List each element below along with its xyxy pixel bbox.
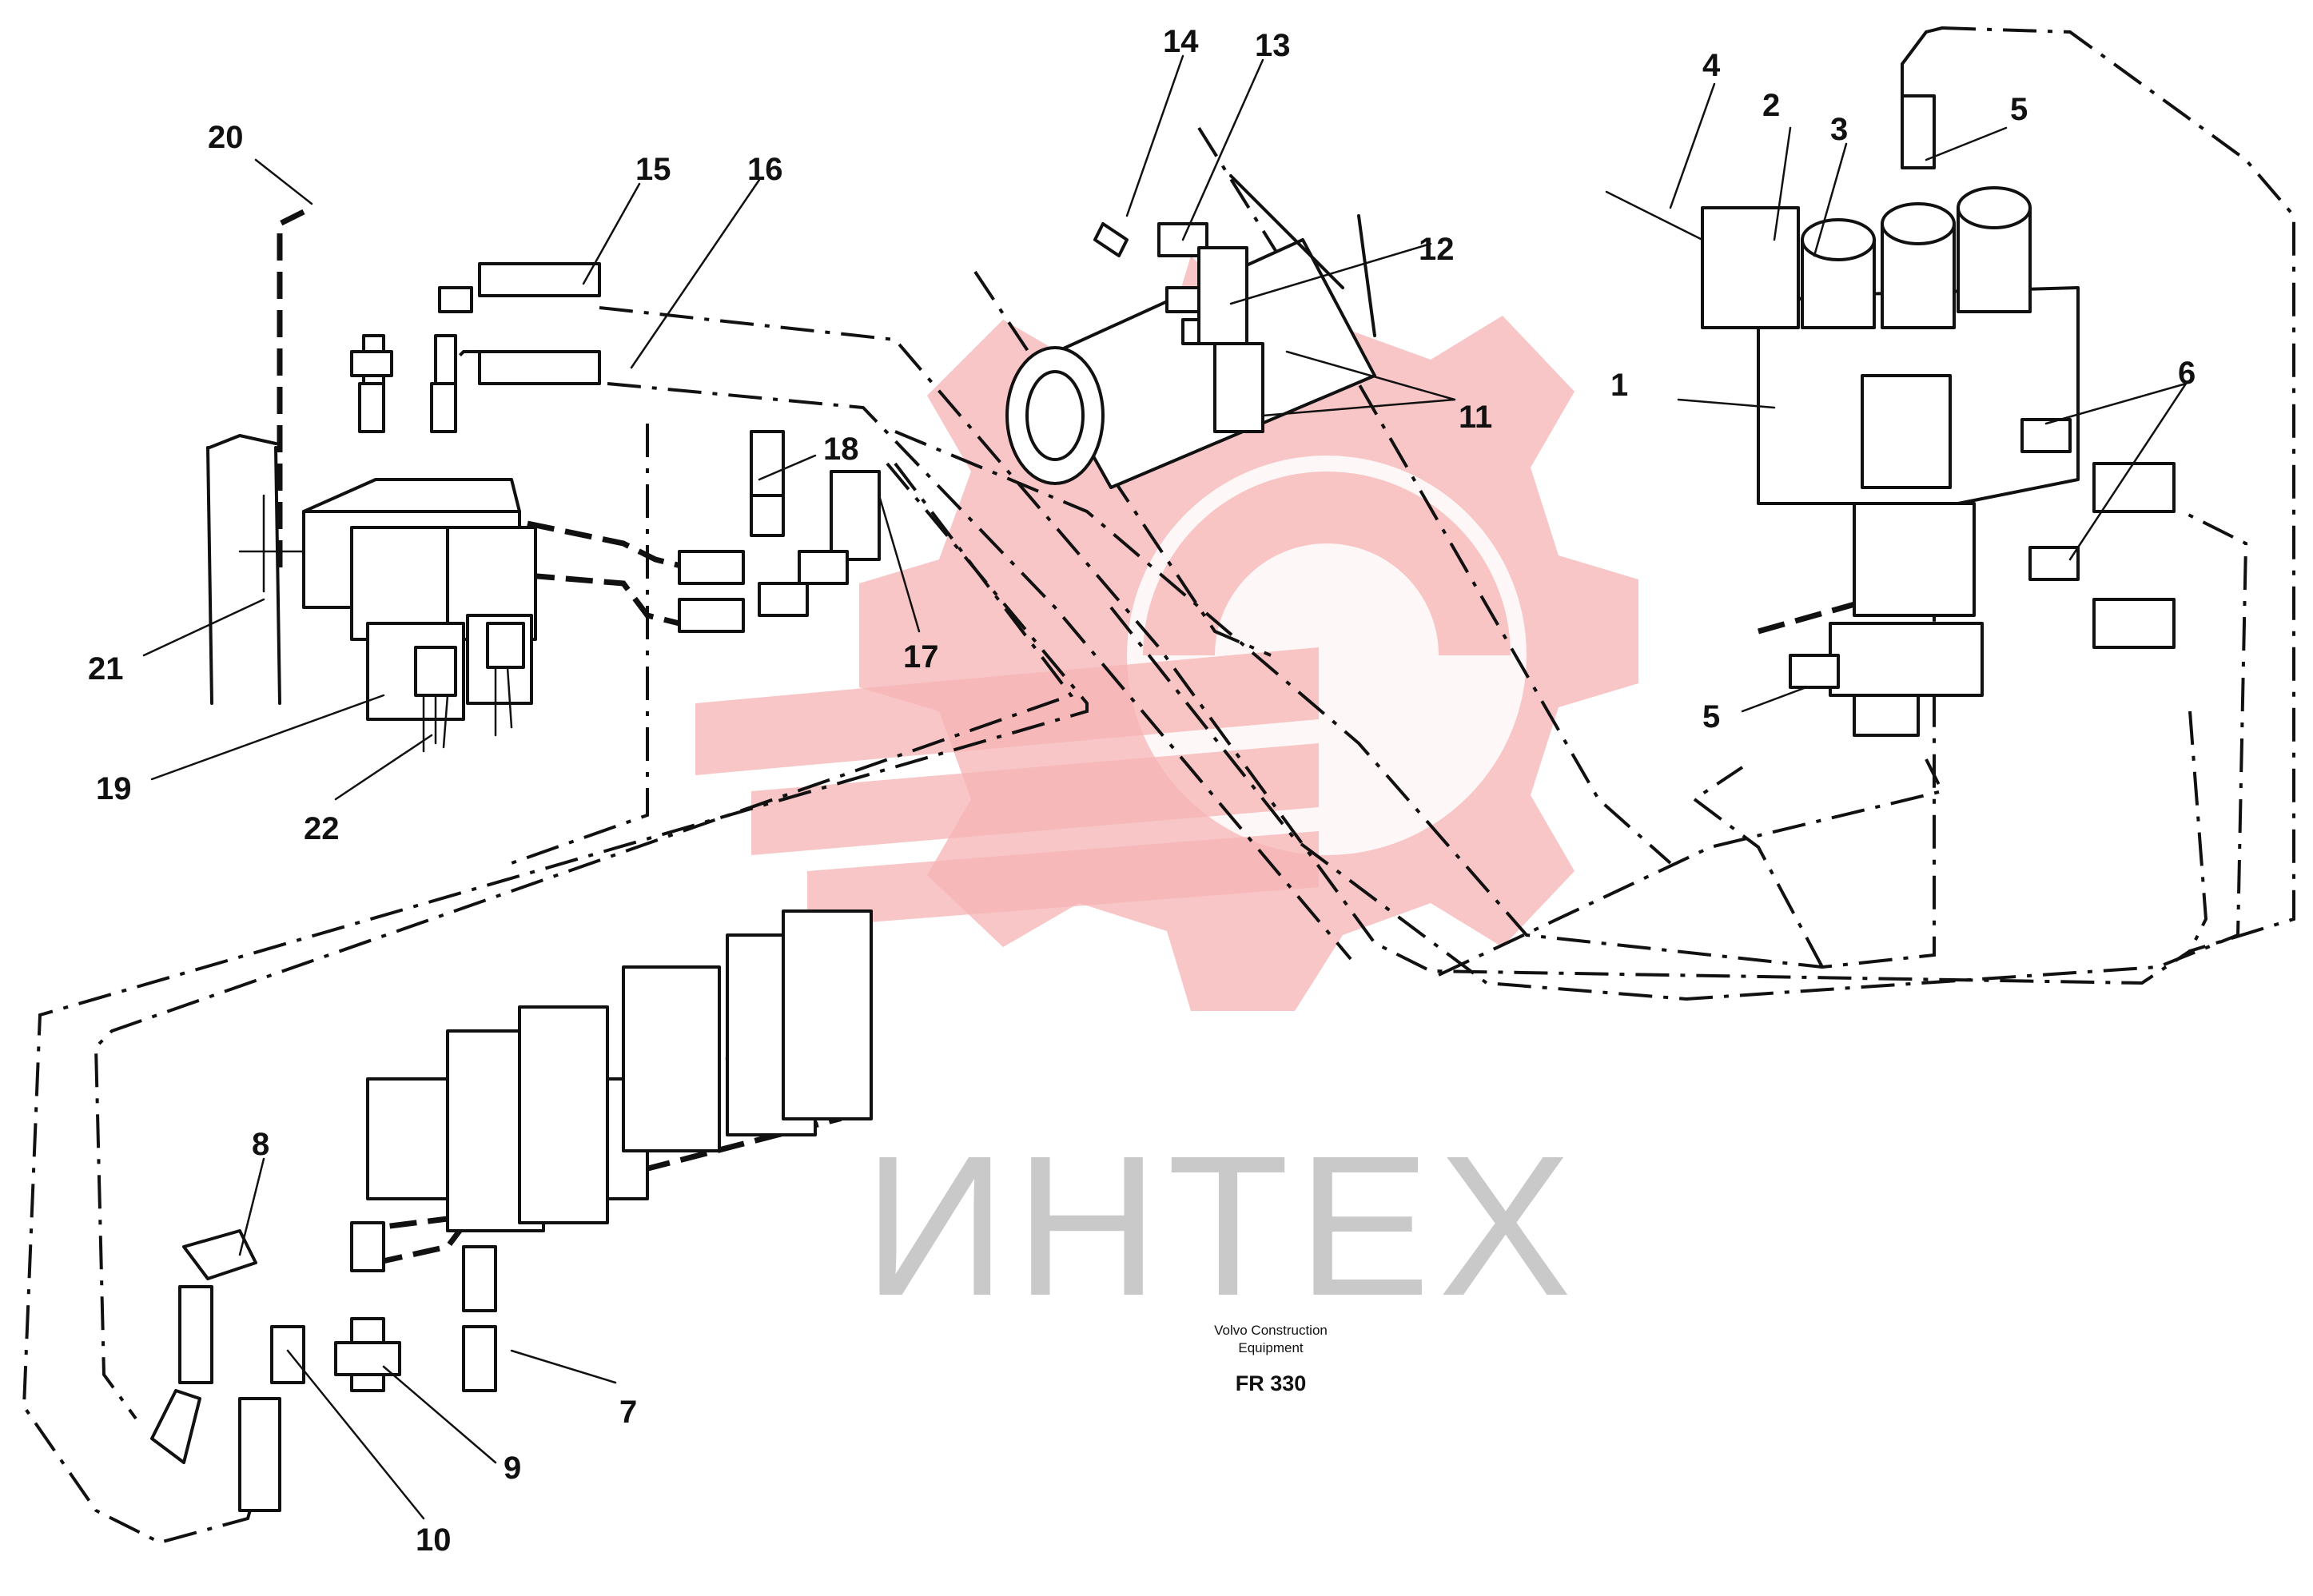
callout-7: 7 — [619, 1395, 637, 1430]
callout-12: 12 — [1419, 232, 1455, 267]
callout-15: 15 — [635, 152, 671, 187]
callout-5-bottom: 5 — [1702, 699, 1720, 734]
control-valve-block — [1605, 26, 2176, 737]
callout-11: 11 — [1459, 400, 1492, 435]
caption: Volvo Construction Equipment FR 330 — [1214, 1323, 1328, 1395]
fittings-left — [350, 262, 881, 633]
callout-20: 20 — [208, 120, 244, 155]
callout-18: 18 — [823, 432, 859, 467]
callout-3: 3 — [1830, 112, 1848, 147]
lower-valve-bank — [150, 909, 873, 1512]
callout-13: 13 — [1255, 28, 1291, 63]
callout-8: 8 — [252, 1127, 269, 1162]
callout-14: 14 — [1163, 24, 1199, 59]
callout-16: 16 — [747, 152, 783, 187]
caption-line1: Volvo Construction — [1214, 1323, 1328, 1338]
callout-21: 21 — [88, 651, 124, 687]
callout-2: 2 — [1762, 88, 1780, 123]
callout-6: 6 — [2178, 356, 2196, 391]
callout-9: 9 — [504, 1451, 521, 1486]
callout-5-top: 5 — [2010, 92, 2028, 127]
callout-numbers: 1 2 3 4 5 5 6 7 8 9 10 11 12 13 14 15 16… — [88, 24, 2196, 1558]
callout-1: 1 — [1610, 368, 1628, 403]
callout-19: 19 — [96, 771, 132, 806]
callout-4: 4 — [1702, 48, 1721, 83]
solenoid-valve-block-left — [206, 434, 537, 753]
hose-drum — [1005, 174, 1376, 489]
leader-lines — [142, 54, 2188, 1520]
caption-line2: Equipment — [1238, 1340, 1304, 1355]
callout-22: 22 — [304, 811, 340, 846]
callout-17: 17 — [903, 639, 939, 675]
caption-code: FR 330 — [1236, 1371, 1307, 1395]
watermark-text: ИНТЕХ — [863, 1114, 1579, 1337]
callout-10: 10 — [416, 1522, 452, 1558]
